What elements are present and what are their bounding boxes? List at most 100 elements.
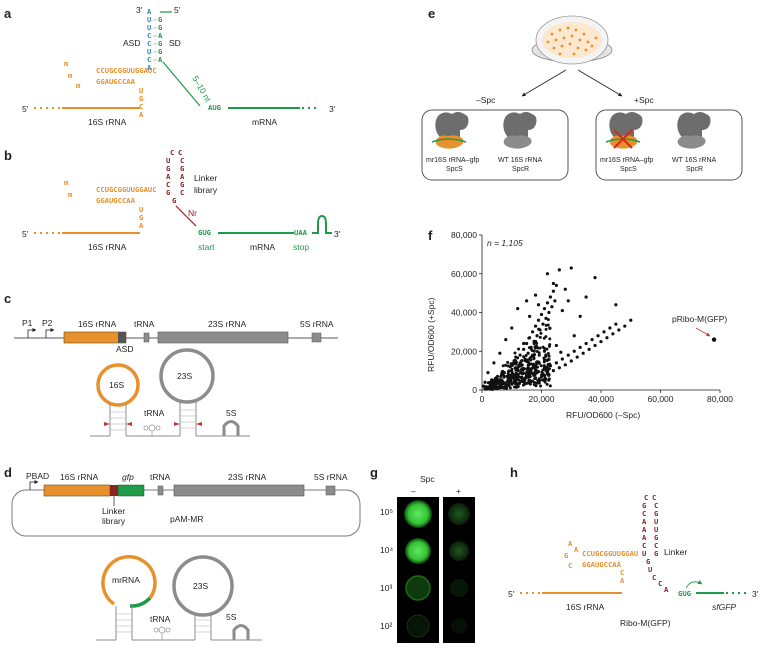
panel-f-letter: f (428, 228, 433, 243)
panel-h-loop-bottom: GGAUGCCAA (582, 560, 622, 569)
highlight-point (711, 337, 717, 342)
x-tick-label: 20,000 (529, 394, 555, 404)
data-point (572, 349, 576, 353)
panel-d-5s-box (325, 485, 336, 496)
data-point (518, 353, 522, 357)
data-point (535, 334, 539, 338)
x-tick-label: 40,000 (588, 394, 614, 404)
svg-text:A: A (664, 585, 669, 594)
svg-text:A: A (166, 172, 171, 181)
panel-c-23s-box (157, 331, 289, 344)
data-point (578, 314, 582, 318)
data-point (532, 342, 536, 346)
data-point (551, 281, 556, 286)
panel-d-23s-label: 23S rRNA (228, 472, 267, 482)
panel-d-plasmid-label: pAM-MR (170, 514, 204, 524)
svg-text:G: G (180, 180, 184, 189)
ribosome-mr-minus-mrna (431, 138, 467, 143)
data-point (495, 377, 499, 381)
panel-b-start-label: start (198, 242, 215, 252)
panel-a-asd-seq: A U U C C U C A (147, 7, 152, 72)
data-point (593, 343, 597, 348)
data-point (514, 368, 518, 372)
data-point (508, 373, 512, 377)
panel-b-three: 3′ (334, 229, 341, 239)
panel-c-23s-loop (159, 348, 215, 404)
panel-h-loop-top: CCUGCGGUUGGAU (582, 549, 638, 558)
svg-text:U: U (166, 156, 170, 165)
data-point (546, 351, 550, 355)
data-point (548, 384, 552, 388)
data-point (521, 366, 525, 370)
data-point (506, 364, 510, 368)
data-point (496, 374, 500, 378)
data-point (542, 364, 546, 368)
svg-text:U: U (654, 517, 658, 526)
panel-g-plus: + (456, 486, 461, 496)
data-point (554, 361, 558, 365)
panel-b-nr-label: Nr (188, 208, 197, 218)
data-point (587, 347, 591, 351)
svg-text:C: C (642, 541, 646, 550)
panel-a-loop-bottom: GGAUGCCAA (96, 77, 136, 86)
panel-c-5s-box (311, 332, 322, 343)
data-point (514, 360, 518, 364)
svg-text:A: A (642, 517, 647, 526)
panel-d-16s-label: 16S rRNA (60, 472, 99, 482)
svg-text:A: A (147, 7, 152, 16)
panel-a-three-top: 3′ (136, 5, 143, 15)
data-point (539, 331, 543, 335)
panel-b-rrna-label: 16S rRNA (88, 242, 127, 252)
panel-b-gug: GUG (198, 228, 211, 237)
panel-a-spacer-line (162, 61, 201, 107)
svg-text:G: G (166, 164, 170, 173)
svg-text:U: U (147, 15, 151, 24)
data-point (538, 335, 542, 339)
panel-d-trna-box (157, 485, 164, 496)
data-point (545, 347, 549, 351)
data-point (522, 341, 526, 346)
svg-text:U: U (642, 549, 646, 558)
svg-text:A: A (147, 63, 152, 72)
panel-b-orange-stem: U G A (139, 205, 144, 230)
data-point (532, 349, 536, 353)
data-point (514, 355, 518, 359)
data-point (590, 338, 594, 342)
svg-text:U: U (139, 205, 143, 214)
data-point (500, 385, 504, 389)
data-point (491, 382, 495, 386)
panel-h-translation-arrow (685, 579, 703, 589)
panel-c-p1-arrow (27, 328, 37, 338)
panel-h-letter: h (510, 465, 518, 480)
data-point (614, 303, 618, 307)
svg-text:A: A (568, 539, 573, 548)
data-point (557, 366, 561, 370)
svg-text:C: C (652, 493, 656, 502)
panel-e-arrow-left (521, 69, 567, 97)
y-tick-label: 0 (472, 385, 477, 395)
panel-a-sd-seq: G G A G G A (158, 15, 163, 64)
panel-e-minus-label: –Spc (476, 95, 496, 105)
petri-colonies (546, 26, 598, 56)
data-point (611, 332, 615, 336)
data-point (566, 299, 570, 303)
data-point (546, 318, 550, 322)
panel-d-trna-icon (153, 626, 171, 640)
data-point (543, 374, 547, 378)
data-point (542, 307, 547, 311)
panel-c-stems (90, 401, 250, 437)
panel-a-spacer-label: 5–10 nt (190, 74, 213, 104)
data-point (596, 334, 600, 338)
inhibition-x-icon (613, 129, 633, 149)
data-point (514, 371, 518, 375)
svg-text:G: G (564, 551, 568, 560)
data-point (542, 349, 547, 353)
data-point (510, 371, 514, 375)
data-point (546, 364, 550, 368)
data-point (539, 384, 543, 388)
data-point (515, 376, 519, 380)
data-point (551, 289, 556, 293)
data-point (509, 376, 513, 380)
